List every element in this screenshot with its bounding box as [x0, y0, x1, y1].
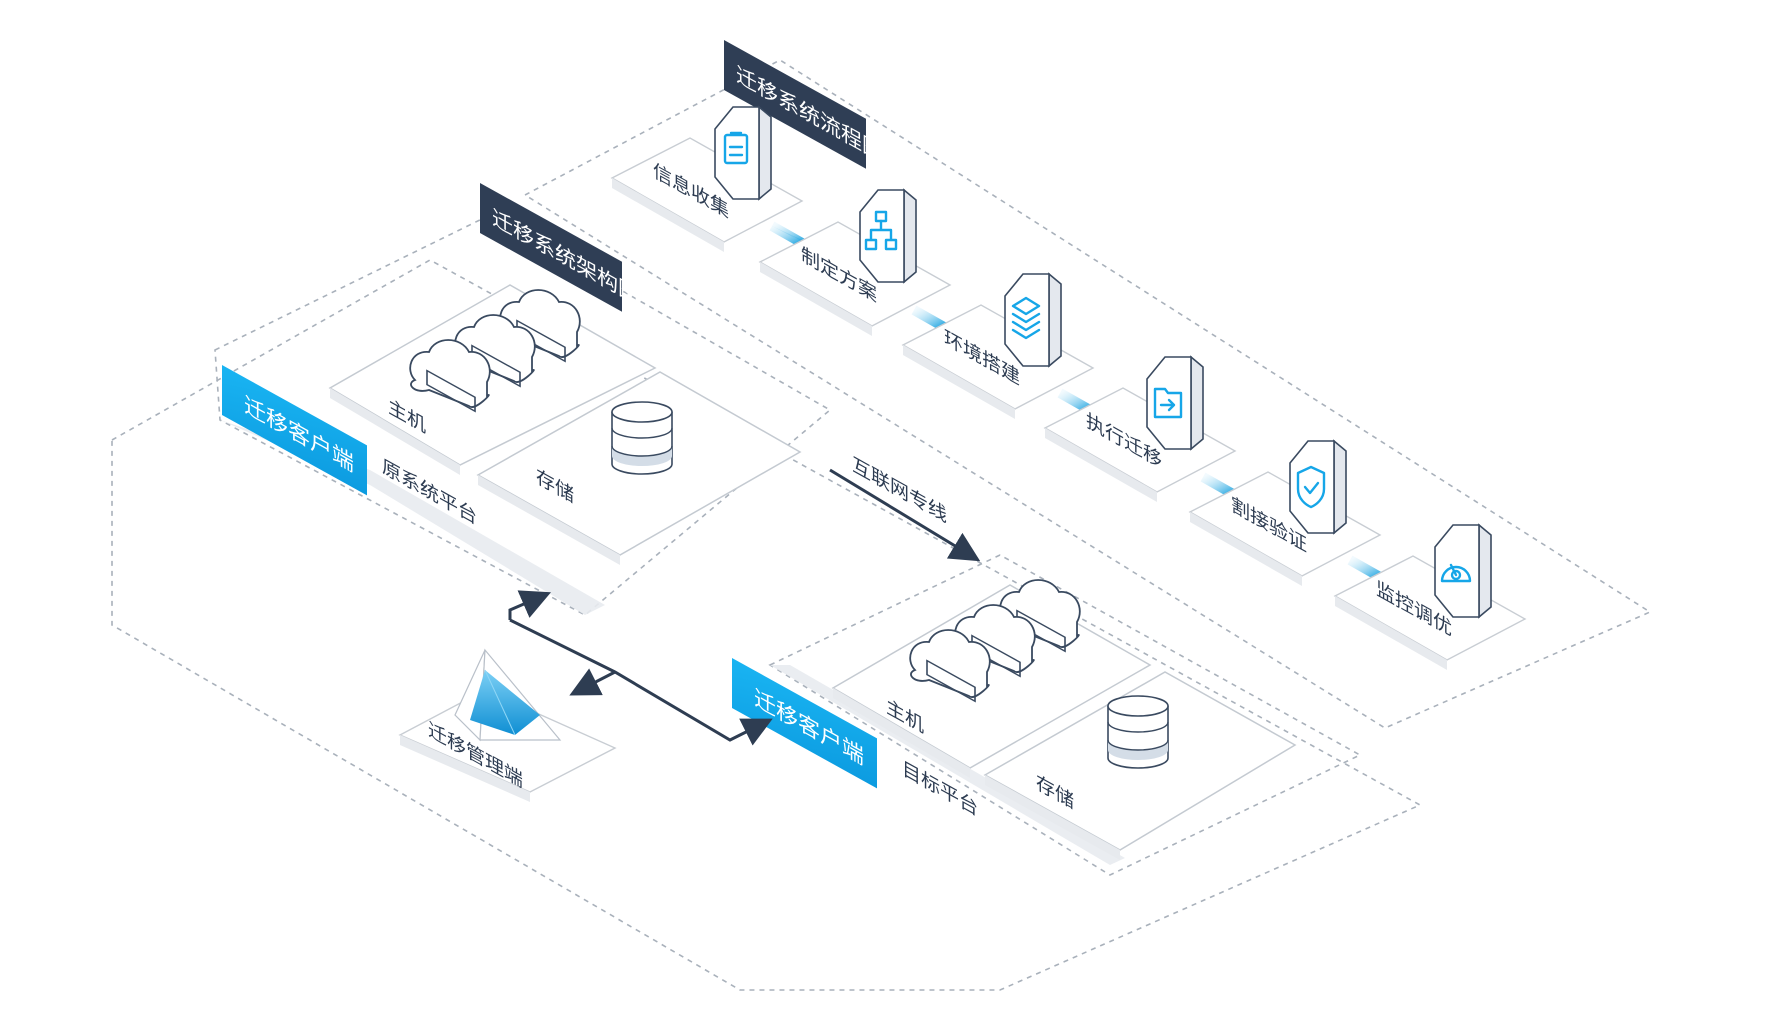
manager-node: 迁移管理端 — [398, 648, 617, 802]
outer-boundary — [111, 259, 1422, 991]
folder-arrow-icon — [1146, 355, 1204, 451]
flow-arrow-1-shaft — [769, 221, 805, 248]
flow-step-6: 监控调优 — [1333, 523, 1527, 670]
clipboard-icon — [714, 105, 772, 201]
internet-link-label: 互联网专线 — [852, 452, 947, 527]
flow-step-4: 执行迁移 — [1043, 355, 1237, 502]
flow-step-1: 信息收集 — [610, 105, 804, 252]
flow-step-3: 环境搭建 — [901, 272, 1095, 419]
target-platform: 主机 存储 目标平台 迁移客户端 — [732, 579, 1297, 865]
pyramid-icon — [454, 648, 562, 742]
internet-link: 互联网专线 — [829, 452, 981, 562]
database-icon — [611, 401, 673, 475]
source-platform: 主机 存储 原系统平台 迁移客户端 — [220, 284, 802, 615]
host-server-clouds — [409, 289, 581, 413]
flow-region — [523, 59, 1652, 729]
flow-step-5: 割接验证 — [1188, 439, 1382, 586]
target-database-icon — [1107, 695, 1169, 769]
flow-arrow-2 — [911, 305, 947, 332]
org-chart-icon — [859, 188, 917, 284]
target-host-server-clouds — [909, 579, 1081, 703]
manager-connections — [508, 590, 773, 746]
flow-step-2: 制定方案 — [758, 188, 952, 336]
flow-steps: 信息收集 制定方案 — [610, 105, 1527, 670]
flow-arrow-4 — [1200, 472, 1236, 499]
source-region — [214, 214, 832, 616]
shield-check-icon — [1289, 439, 1347, 535]
flow-arrow-5 — [1347, 555, 1383, 582]
gauge-icon — [1434, 523, 1492, 619]
layers-icon — [1004, 272, 1062, 368]
